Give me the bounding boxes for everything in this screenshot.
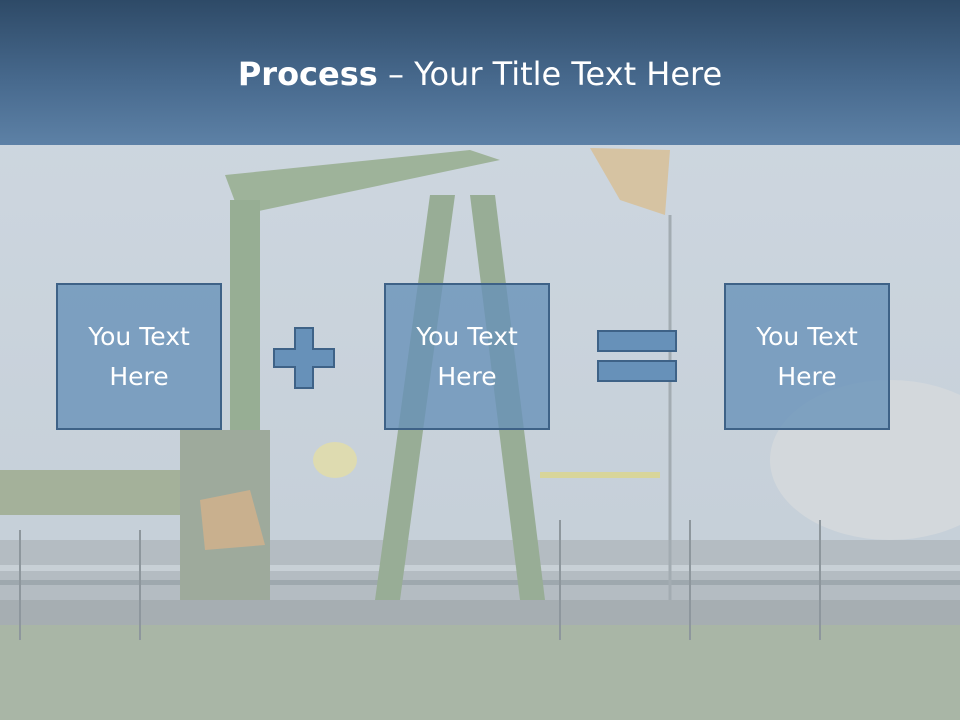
process-box-3-text: You Text Here (756, 321, 858, 391)
process-box-3[interactable]: You Text Here (724, 283, 890, 430)
title-bold: Process (237, 55, 378, 93)
process-box-1-text: You Text Here (88, 321, 190, 391)
slide-title: Process – Your Title Text Here (0, 52, 960, 96)
process-box-2[interactable]: You Text Here (384, 283, 550, 430)
title-rest: – Your Title Text Here (377, 55, 723, 93)
process-box-1[interactable]: You Text Here (56, 283, 222, 430)
plus-icon (273, 327, 335, 389)
process-box-2-text: You Text Here (416, 321, 518, 391)
title-bar (0, 0, 960, 145)
equals-icon (597, 330, 677, 382)
